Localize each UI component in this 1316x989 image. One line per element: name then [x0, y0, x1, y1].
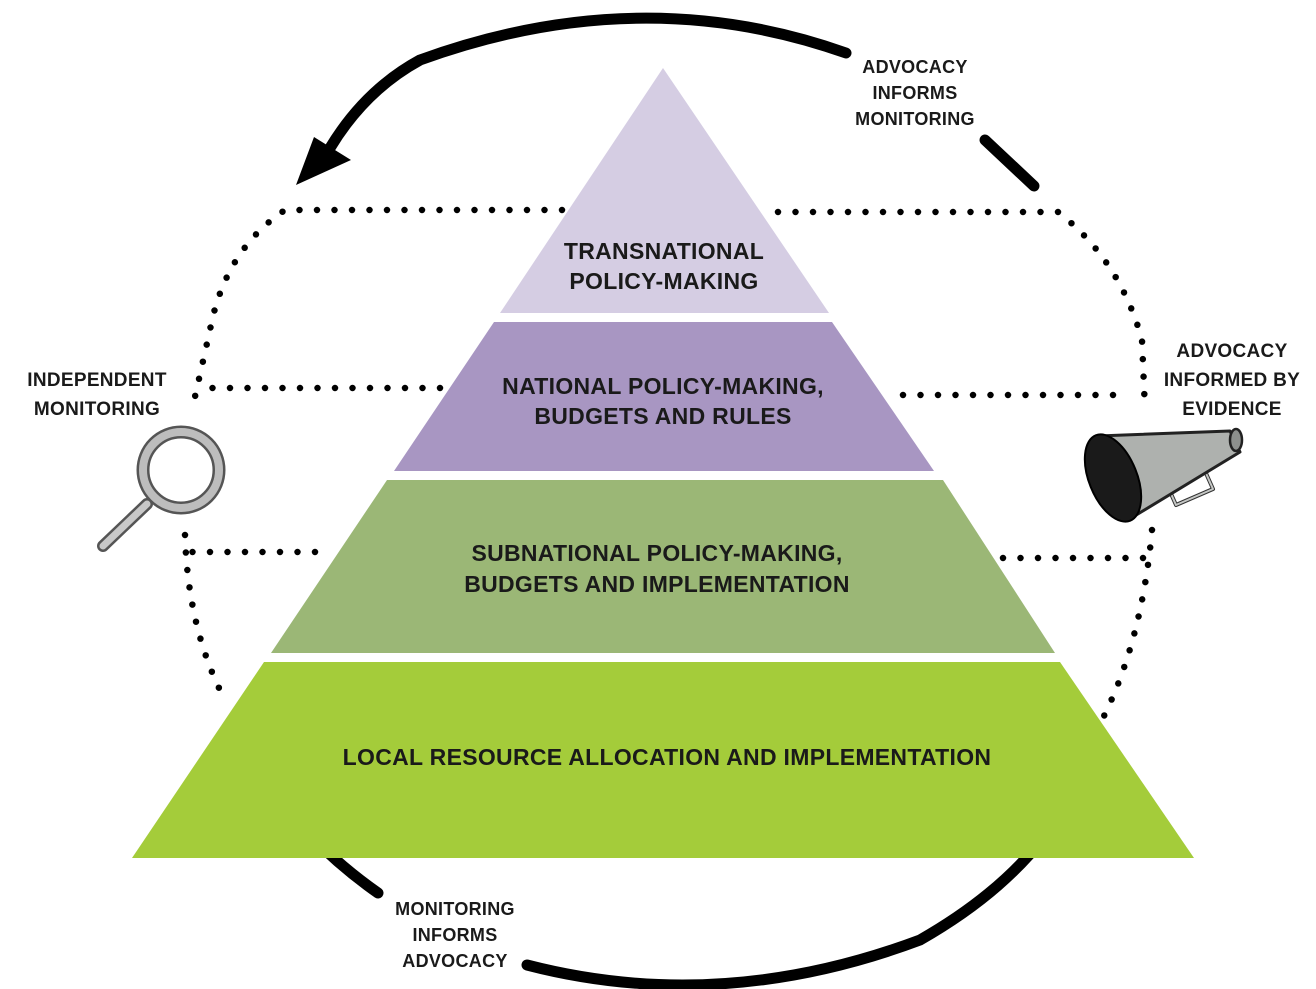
independent-monitoring-label-line1: INDEPENDENT: [27, 370, 167, 391]
top-cycle-arrow: [296, 12, 1040, 192]
tier-subnational-label-line1: SUBNATIONAL POLICY-MAKING,: [471, 540, 842, 566]
top-arrow-label-line1: ADVOCACY: [862, 57, 967, 77]
left-dotted-line-lower: [181, 531, 229, 704]
tier-national-label-line1: NATIONAL POLICY-MAKING,: [502, 373, 824, 399]
left-dotted-line-top: [188, 206, 566, 414]
top-arrow-arc: [324, 12, 852, 154]
top-arrow-label-line2: INFORMS: [872, 83, 957, 103]
tier-transnational-label-line1: TRANSNATIONAL: [564, 238, 764, 264]
tier-transnational: [500, 68, 829, 313]
tier-subnational: [271, 480, 1055, 653]
independent-monitoring-label-line2: MONITORING: [34, 399, 160, 420]
tier-national: [394, 322, 934, 471]
tier-national-label-line2: BUDGETS AND RULES: [534, 403, 791, 429]
advocacy-informed-label-line1: ADVOCACY: [1176, 341, 1287, 362]
tier-transnational-label-line2: POLICY-MAKING: [569, 268, 758, 294]
pyramid: [132, 68, 1194, 858]
megaphone-icon: [1083, 427, 1244, 523]
tier-local-label: LOCAL RESOURCE ALLOCATION AND IMPLEMENTA…: [343, 744, 992, 770]
tier-subnational-label-line2: BUDGETS AND IMPLEMENTATION: [464, 571, 850, 597]
right-dotted-line-lower: [1099, 526, 1156, 722]
top-arrow-label-line3: MONITORING: [855, 109, 975, 129]
advocacy-informed-label-line3: EVIDENCE: [1182, 399, 1282, 420]
magnifying-glass-icon: [97, 425, 226, 552]
top-arrow-tail: [979, 134, 1040, 192]
bottom-arrow-label-line3: ADVOCACY: [402, 951, 507, 971]
advocacy-informed-label-line2: INFORMED BY: [1164, 370, 1300, 391]
bottom-arrow-label-line1: MONITORING: [395, 899, 515, 919]
left-dotted-connectors: [181, 206, 566, 704]
tier-local: [132, 662, 1194, 858]
right-dotted-connectors: [774, 208, 1156, 722]
bottom-arrow-label-line2: INFORMS: [412, 925, 497, 945]
top-arrowhead: [296, 137, 351, 185]
